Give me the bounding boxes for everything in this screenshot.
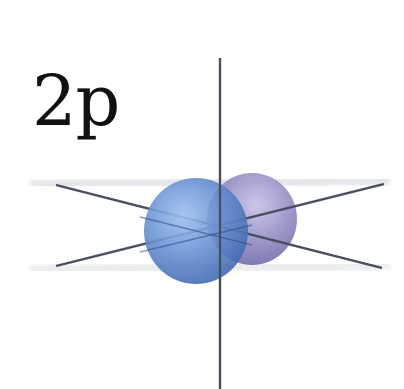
orbital-label: 2p — [32, 60, 120, 142]
axis-x-through-lobe — [139, 216, 253, 246]
axis-y-through-lobe — [139, 224, 253, 253]
